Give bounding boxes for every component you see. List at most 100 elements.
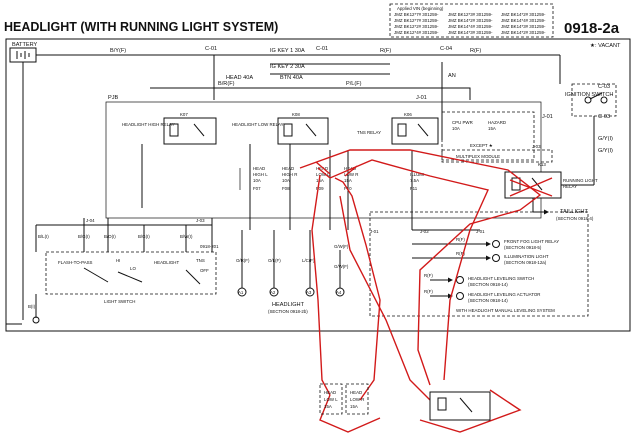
wire-label: G/Y(I)	[598, 148, 613, 154]
connector-label: J-01	[476, 229, 485, 234]
connector-label: C-03	[598, 84, 610, 90]
switch-position: OFF	[200, 268, 209, 273]
connector-label: J-01	[416, 95, 427, 101]
wire-label: R(F)	[456, 237, 465, 242]
fuse-tag: F08	[282, 186, 290, 191]
output-label: ILLUMINATION LIGHT	[504, 254, 549, 259]
output-leveling-switch: HEADLIGHT LEVELING SWITCH (SECTION 0918-…	[456, 276, 534, 287]
wire-label: R(F)	[424, 273, 433, 278]
output-front-fog: FRONT FOG LIGHT RELAY (SECTION 0918-5)	[492, 239, 559, 250]
wire-label: G/W(F)	[334, 244, 349, 249]
fuse-head-low-l: HEAD LOW L 15A F09	[316, 166, 330, 191]
switch-position: LO	[130, 266, 136, 271]
wire-label: B/G(I)	[138, 234, 150, 239]
fuse-tag: F09	[316, 186, 324, 191]
fuse-text: 10A	[282, 178, 290, 183]
fuse-text: 15A	[344, 178, 352, 183]
fuse-head-high-r: HEAD HIGH R 10A F08	[282, 166, 297, 191]
battery-label: BATTERY	[12, 42, 38, 48]
fuse-head-high-l: HEAD HIGH L 10A F07	[253, 166, 268, 191]
fuse-text: LOW L	[316, 172, 330, 177]
connector-label: C-04	[440, 46, 452, 52]
fuse-head-low-r: HEAD LOW R 15A F10	[344, 166, 358, 191]
fuse-head-40a: HEAD 40A	[226, 75, 253, 81]
connector-label: C-01	[205, 46, 217, 52]
output-label: FRONT FOG LIGHT RELAY	[504, 239, 559, 244]
relay-tag: K07	[180, 112, 188, 117]
output-leveling-actuator: HEADLIGHT LEVELING ACTUATOR (SECTION 091…	[456, 292, 540, 303]
wire-label: R(F)	[470, 48, 481, 54]
wire-label: R(F)	[424, 289, 433, 294]
fuse-text: 10A	[253, 178, 261, 183]
connector-label: J-01	[542, 114, 553, 120]
wire-label: G/Y(I)	[598, 136, 613, 142]
switch-position: TNS	[196, 258, 205, 263]
except-box	[441, 111, 535, 161]
fuse-text: HEAD	[316, 166, 328, 171]
terminal-label: A1	[238, 290, 244, 295]
relay-tag: K08	[292, 112, 300, 117]
fuse-text: LOW L	[324, 397, 338, 402]
fuse-text: HEAD	[324, 390, 336, 395]
vin-table-title: Applied VIN (beginning)	[397, 6, 444, 11]
fuse-text: 15A	[350, 404, 358, 409]
fuse-text: LOW R	[350, 397, 364, 402]
headlight-terminal: A4	[335, 287, 345, 297]
wire-label: P/L(F)	[346, 81, 362, 87]
drawn-fuse-low-r: HEAD LOW R 15A	[345, 383, 369, 415]
ignition-switch: IGNITION SWITCH C-03 C-03	[565, 83, 617, 120]
output-label: HEADLIGHT LEVELING ACTUATOR	[468, 292, 540, 297]
pjb-box	[105, 101, 542, 219]
ignition-switch-label: IGNITION SWITCH	[565, 92, 613, 98]
taillight-section: (SECTION 0918-4)	[556, 216, 594, 221]
fuse-text: 15A	[316, 178, 324, 183]
wire-label: O/L(F)	[268, 258, 281, 263]
fuse-text: LOW R	[344, 172, 358, 177]
vin-entry: JMZ BK14*2# 301259-	[448, 18, 493, 23]
fuse-btn: BTN 40A	[280, 75, 303, 81]
wire-label: B/W(I)	[180, 234, 193, 239]
wire-label: G/W(F)	[334, 264, 349, 269]
vin-entry: JMZ BK14*2# 301259-	[501, 30, 546, 35]
vin-table: Applied VIN (beginning) JMZ BK12*7# 3012…	[389, 3, 554, 38]
terminal-label: A2	[270, 290, 276, 295]
output-section: (SECTION 0918-14)	[468, 298, 508, 303]
headlight-terminal: A1	[237, 287, 247, 297]
relay-label: TNS RELAY	[357, 130, 381, 135]
diagram-frame	[5, 38, 631, 332]
fuse-text: HIGH R	[282, 172, 297, 177]
vin-entry: JMZ BK14*2# 301259-	[501, 12, 546, 17]
headlight-high-relay: K07 HEADLIGHT HIGH RELAY	[122, 112, 217, 145]
connector-label: J-03	[420, 229, 429, 234]
fuse-tag: F10	[344, 186, 352, 191]
fuse-illumi: ILLUMI 7.5A F11	[410, 172, 424, 191]
connector-label: C-01	[316, 46, 328, 52]
fuse-text: 7.5A	[410, 178, 419, 183]
diagram-title: HEADLIGHT (WITH RUNNING LIGHT SYSTEM)	[4, 20, 278, 34]
fuse-tag: F11	[410, 186, 418, 191]
connector-label: J-03	[532, 144, 541, 149]
drawn-relay-box	[429, 391, 491, 421]
output-label: HEADLIGHT LEVELING SWITCH	[468, 276, 534, 281]
fuse-ig-key-1: IG KEY 1 30A	[270, 48, 305, 54]
multiplex-label: MULTIPLEX MODULE	[456, 154, 500, 159]
wire-label: B/L(I)	[38, 234, 49, 239]
vin-entry: JMZ BK14*4# 301259-	[448, 24, 493, 29]
wire-label: L/C(F)	[302, 258, 315, 263]
output-section: (SECTION 0918-12a)	[504, 260, 547, 265]
wire-label: AN	[448, 73, 456, 79]
fuse-tag: F07	[253, 186, 261, 191]
relay-tag: K06	[404, 112, 412, 117]
fuse-text: 15A	[324, 404, 332, 409]
wire-label: B/G(I)	[78, 234, 90, 239]
relay-tag: K13	[538, 162, 546, 167]
leveling-system-box	[369, 211, 589, 317]
connector-label: J-01	[370, 229, 379, 234]
drawn-fuse-low-l: HEAD LOW L 15A	[319, 383, 343, 415]
tns-relay: K06 TNS RELAY	[357, 112, 439, 145]
fuse-text: HEAD	[282, 166, 294, 171]
wire-label: B/Y(F)	[110, 48, 126, 54]
vin-entry: JMZ BK12*3# 301259-	[448, 12, 493, 17]
output-section: (SECTION 0918-14)	[468, 282, 508, 287]
switch-position: HI	[116, 258, 120, 263]
